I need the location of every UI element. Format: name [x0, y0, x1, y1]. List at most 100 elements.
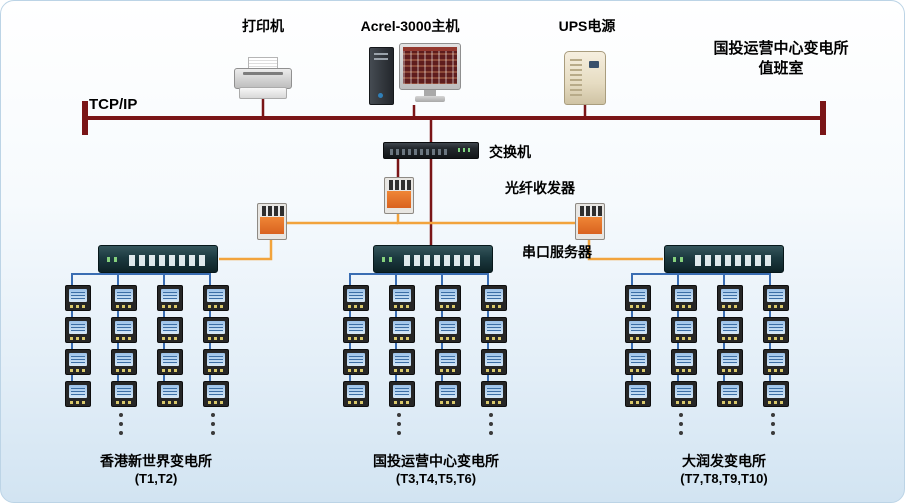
meter-display [161, 353, 179, 366]
meter-buttons [348, 305, 364, 308]
power-meter-icon [343, 381, 369, 407]
meter-display [207, 289, 225, 302]
duty-room-label: 国投运营中心变电所 值班室 [669, 39, 893, 79]
meter-display [69, 385, 87, 398]
meter-column [717, 273, 743, 449]
ethernet-switch-icon [383, 142, 479, 159]
power-meter-icon [435, 317, 461, 343]
monitor-base [415, 96, 445, 102]
serial-server-icon [373, 245, 493, 273]
meter-buttons [70, 305, 86, 308]
meter-buttons [768, 337, 784, 340]
meter-display [721, 353, 739, 366]
meter-buttons [162, 369, 178, 372]
more-meters-ellipsis [489, 413, 493, 417]
meter-buttons [768, 401, 784, 404]
meter-column [157, 273, 183, 449]
meter-buttons [116, 369, 132, 372]
meter-display [485, 353, 503, 366]
meter-display [347, 289, 365, 302]
more-meters-ellipsis [679, 413, 683, 417]
power-meter-icon [671, 381, 697, 407]
meter-buttons [486, 369, 502, 372]
power-meter-icon [343, 285, 369, 311]
power-meter-icon [203, 285, 229, 311]
meter-display [629, 321, 647, 334]
meter-buttons [440, 401, 456, 404]
printer-label: 打印机 [242, 18, 284, 34]
duty-room-label-line2: 值班室 [758, 60, 804, 77]
meter-buttons [722, 305, 738, 308]
meter-buttons [768, 305, 784, 308]
meter-display [439, 385, 457, 398]
meter-buttons [768, 369, 784, 372]
meter-buttons [486, 305, 502, 308]
substation-name: 大润发变电所 [682, 453, 766, 469]
meter-buttons [722, 337, 738, 340]
substation-name: 香港新世界变电所 [100, 453, 212, 469]
meter-display [675, 289, 693, 302]
computer-monitor [399, 43, 461, 90]
meter-display [207, 353, 225, 366]
meter-buttons [208, 369, 224, 372]
meter-column [65, 273, 91, 449]
more-meters-ellipsis [211, 413, 215, 417]
power-meter-icon [65, 317, 91, 343]
more-meters-ellipsis [119, 413, 123, 417]
meter-display [485, 321, 503, 334]
power-meter-icon [65, 285, 91, 311]
meter-display [675, 321, 693, 334]
ups-icon [564, 51, 606, 105]
power-meter-icon [717, 285, 743, 311]
meter-display [485, 385, 503, 398]
meter-display [115, 385, 133, 398]
meter-display [69, 353, 87, 366]
meter-column [111, 273, 137, 449]
meter-buttons [722, 369, 738, 372]
meter-display [675, 385, 693, 398]
meter-display [439, 353, 457, 366]
substation-transformers: (T3,T4,T5,T6) [395, 471, 477, 486]
meter-display [629, 353, 647, 366]
monitor-screen [403, 47, 457, 84]
power-meter-icon [481, 349, 507, 375]
host-label: Acrel-3000主机 [360, 18, 460, 34]
meter-buttons [208, 305, 224, 308]
meter-display [629, 289, 647, 302]
meter-column [671, 273, 697, 449]
meter-display [161, 289, 179, 302]
meter-buttons [208, 401, 224, 404]
power-meter-icon [389, 349, 415, 375]
meter-buttons [676, 337, 692, 340]
meter-display [161, 321, 179, 334]
power-meter-icon [343, 349, 369, 375]
meter-buttons [394, 337, 410, 340]
meter-buttons [630, 305, 646, 308]
meter-display [347, 353, 365, 366]
meter-display [767, 385, 785, 398]
substation-transformers: (T1,T2) [134, 471, 178, 486]
meter-buttons [70, 401, 86, 404]
meter-display [115, 289, 133, 302]
power-meter-icon [203, 317, 229, 343]
meter-display [721, 321, 739, 334]
computer-tower [369, 47, 394, 105]
power-meter-icon [343, 317, 369, 343]
meter-display [767, 353, 785, 366]
printer-icon [234, 57, 292, 101]
power-meter-icon [763, 317, 789, 343]
substation-label: 大润发变电所 (T7,T8,T9,T10) [624, 452, 824, 488]
substation-label: 国投运营中心变电所 (T3,T4,T5,T6) [336, 452, 536, 488]
power-meter-icon [435, 349, 461, 375]
power-meter-icon [389, 317, 415, 343]
ups-label: UPS电源 [558, 18, 616, 34]
meter-buttons [116, 305, 132, 308]
power-meter-icon [157, 317, 183, 343]
meter-display [675, 353, 693, 366]
power-meter-icon [111, 349, 137, 375]
power-meter-icon [203, 381, 229, 407]
meter-column [203, 273, 229, 449]
power-meter-icon [389, 285, 415, 311]
serial-server-icon [98, 245, 218, 273]
power-meter-icon [389, 381, 415, 407]
